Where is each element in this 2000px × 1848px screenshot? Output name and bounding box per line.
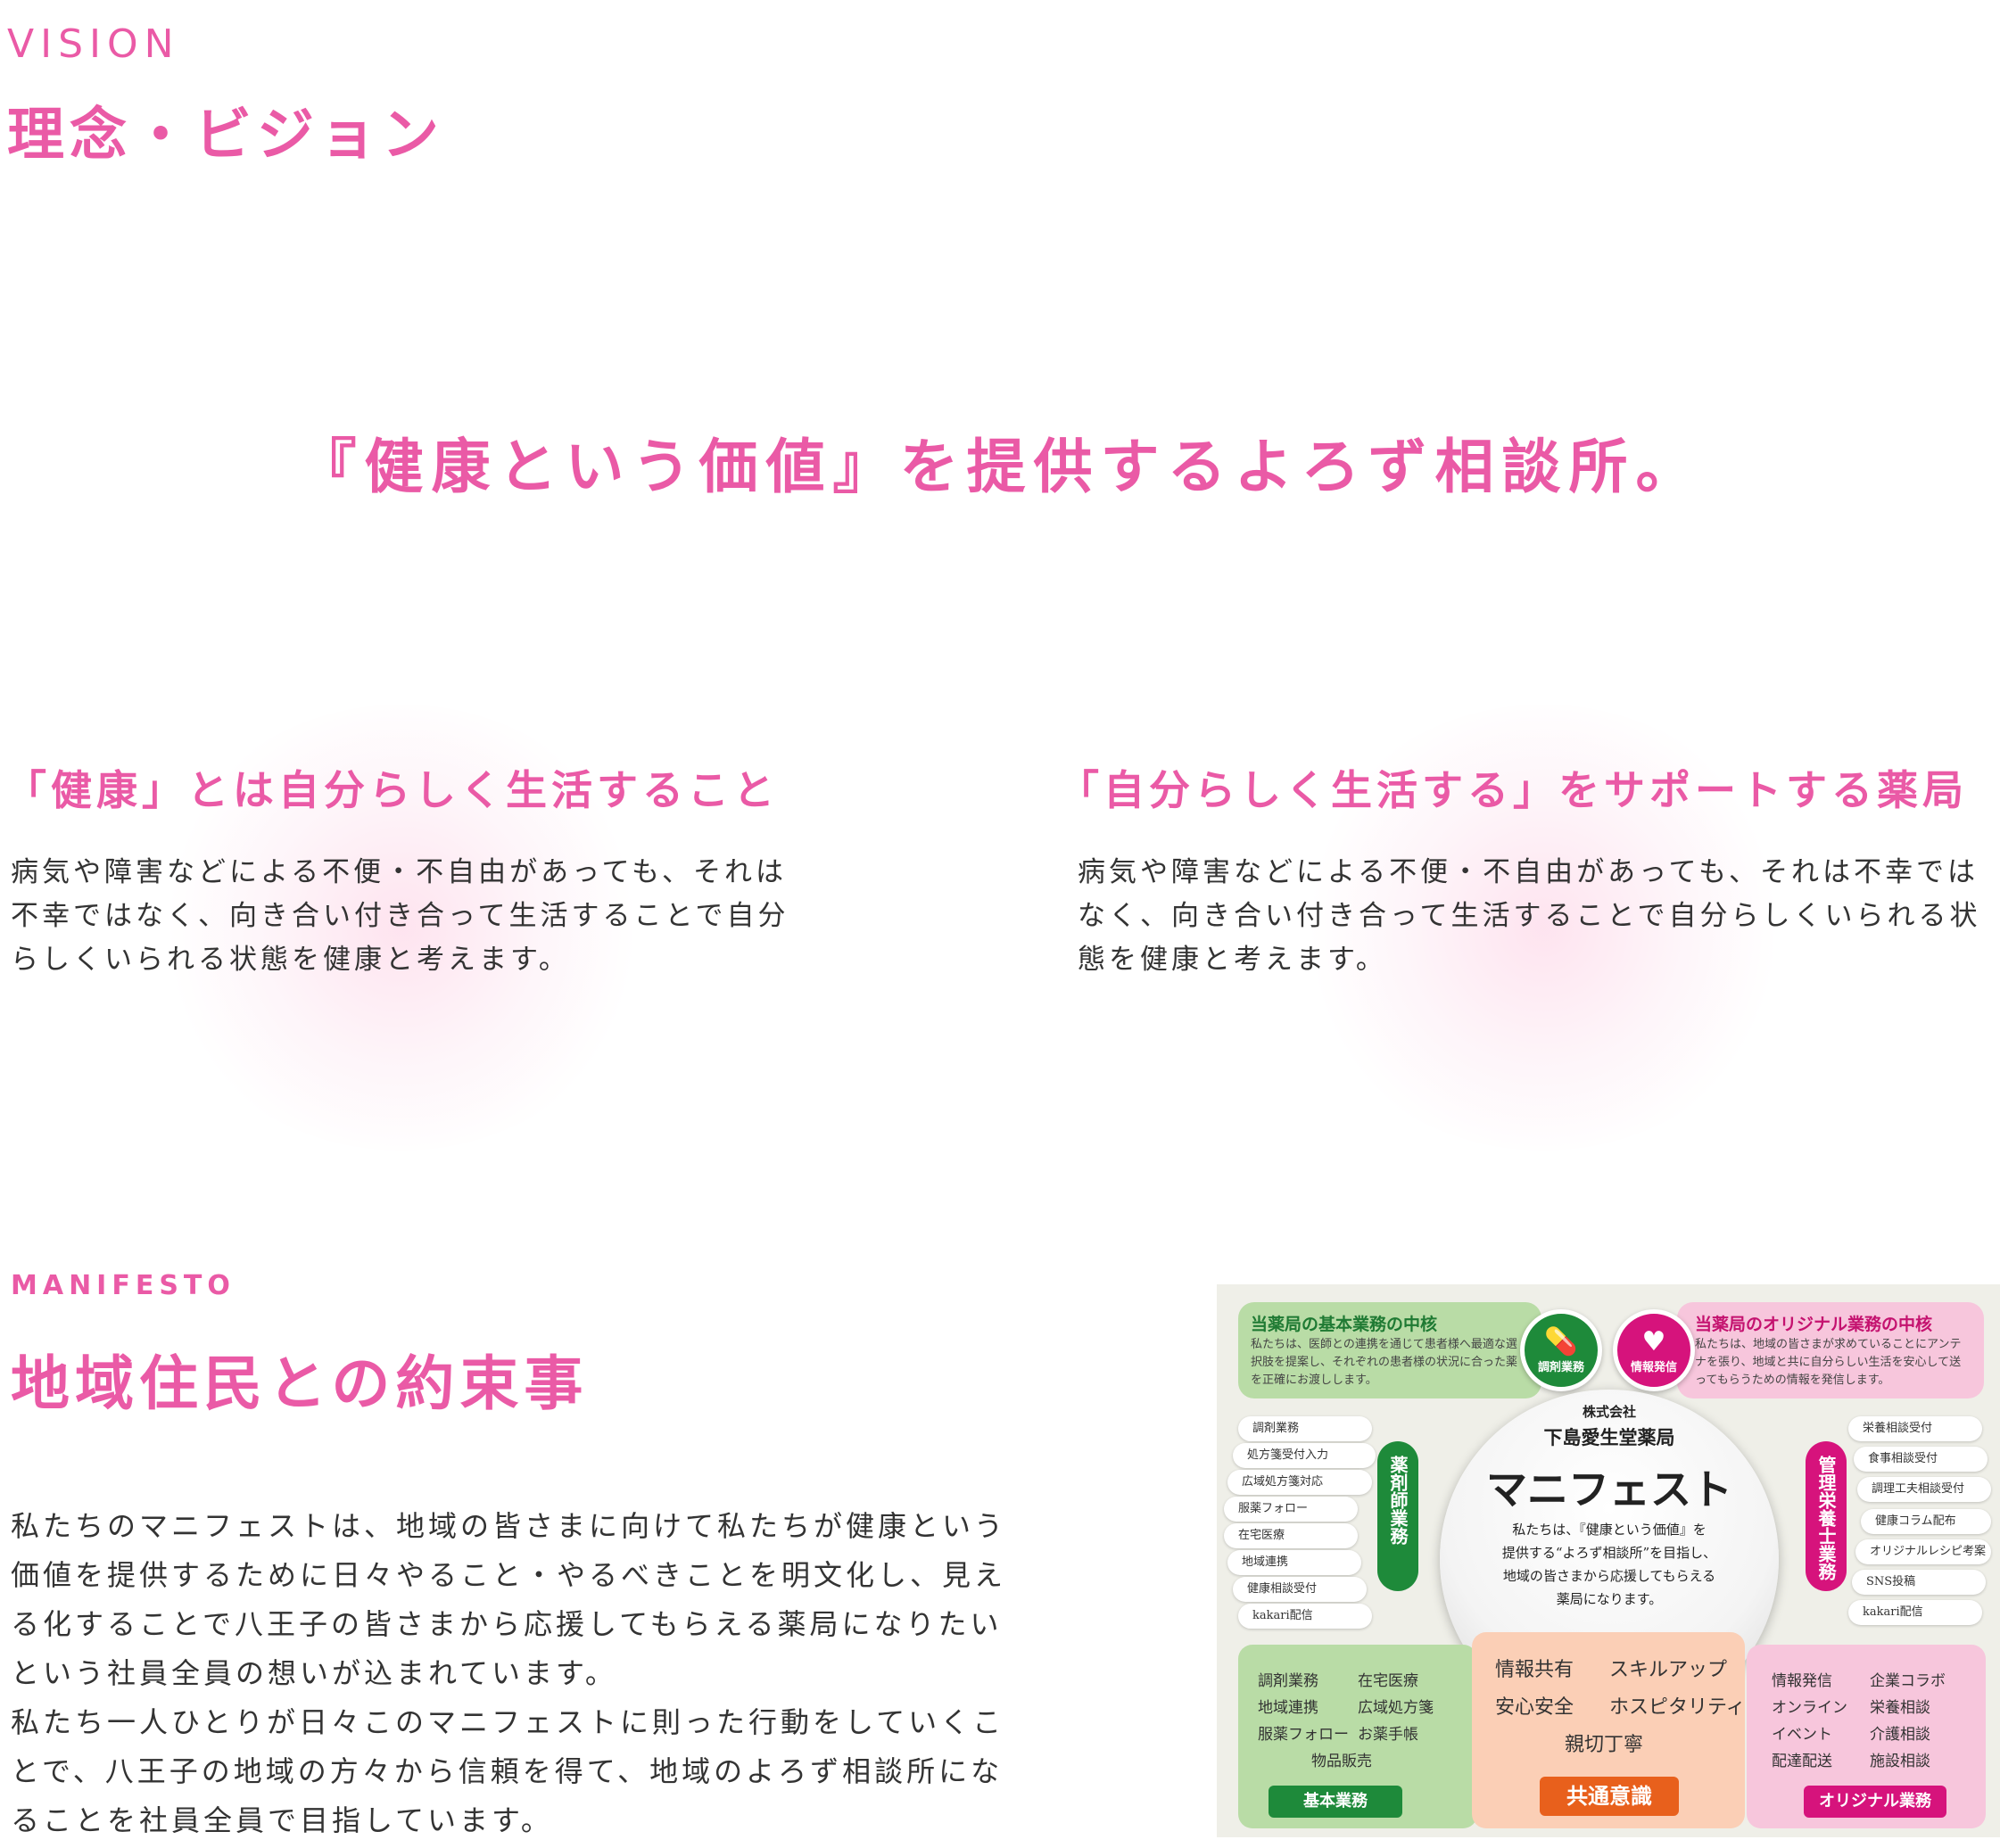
pharmacist-item: 広域処方箋対応 [1227,1470,1372,1495]
dietitian-item: SNS投稿 [1852,1570,1986,1595]
original-work-item: 栄養相談 [1870,1699,1930,1717]
center-title: マニフェスト [1486,1465,1732,1514]
center-name: 下島愛生堂薬局 [1543,1426,1675,1448]
basic-work-label: 基本業務 [1269,1786,1402,1818]
pharmacist-item: 処方箋受付入力 [1233,1443,1376,1468]
original-work-item: 情報発信 [1772,1672,1832,1690]
center-line: 地域の皆さまから応援してもらえる [1502,1568,1716,1584]
basic-core-text: 私たちは、医師との連携を通じて患者様へ最適な選択肢を提案し、それぞれの患者様の状… [1251,1338,1518,1387]
info-badge-label: 情報発信 [1630,1360,1677,1374]
manifesto-paragraph: 私たち一人ひとりが日々このマニフェストに則った行動をしていくことで、八王子の地域… [11,1705,1005,1837]
basic-work-box: 調剤業務 在宅医療 地域連携 広域処方箋 服薬フォロー お薬手帳 物品販売 基本… [1238,1645,1477,1828]
vision-eyebrow: VISION [7,21,180,67]
common-awareness-item: スキルアップ [1609,1659,1728,1681]
manifesto-infographic: 当薬局の基本業務の中核 私たちは、医師との連携を通じて患者様へ最適な選択肢を提案… [1217,1284,2000,1837]
manifesto-body: 私たちのマニフェストは、地域の皆さまに向けて私たちが健康という価値を提供するため… [11,1502,1028,1845]
basic-work-item: 在宅医療 [1358,1672,1418,1690]
original-work-item: 企業コラボ [1870,1672,1946,1690]
pharmacist-item: 在宅医療 [1224,1523,1358,1548]
pill-icon: 💊 [1544,1325,1578,1357]
original-work-item: 配達配送 [1772,1753,1832,1770]
dietitian-item: 食事相談受付 [1854,1447,1988,1472]
center-line: 提供する“よろず相談所”を目指し、 [1501,1545,1717,1561]
basic-work-item: 広域処方箋 [1358,1699,1434,1717]
original-work-box: 情報発信 企業コラボ オンライン 栄養相談 イベント 介護相談 配達配送 施設相… [1747,1645,1986,1828]
original-core-title: 当薬局のオリジナル業務の中核 [1695,1315,1933,1334]
vision-column-body: 病気や障害などによる不便・不自由があっても、それは不幸ではなく、向き合い付き合っ… [11,856,789,976]
dispensing-badge: 💊 調剤業務 [1520,1309,1602,1391]
dietitian-item: kakari配信 [1848,1600,1982,1625]
vision-column-heading: 「自分らしく生活する」をサポートする薬局 [1058,766,1968,814]
common-awareness-item: 情報共有 [1495,1659,1574,1681]
common-awareness-item: ホスピタリティ [1609,1696,1746,1719]
decorative-glow [152,705,651,1151]
pharmacist-item: 地域連携 [1227,1550,1361,1575]
dietitian-label: 管理栄養士業務 [1806,1441,1847,1591]
basic-core-box: 当薬局の基本業務の中核 私たちは、医師との連携を通じて患者様へ最適な選択肢を提案… [1238,1302,1541,1398]
basic-core-title: 当薬局の基本業務の中核 [1251,1315,1438,1334]
center-line: 私たちは、『健康という価値』を [1512,1522,1707,1538]
pharmacist-item: 調剤業務 [1238,1416,1372,1441]
center-company: 株式会社 [1582,1404,1636,1420]
basic-work-item: お薬手帳 [1358,1726,1418,1744]
manifesto-title: 地域住民との約束事 [11,1349,589,1418]
common-awareness-item: 親切丁寧 [1565,1734,1644,1756]
basic-work-item: 調剤業務 [1258,1672,1318,1690]
vision-title: 理念・ビジョン [7,103,444,169]
common-awareness-item: 安心安全 [1495,1696,1574,1719]
common-awareness-label: 共通意識 [1540,1777,1679,1816]
dietitian-item: オリジナルレシピ考案 [1855,1539,1991,1564]
dietitian-item: 健康コラム配布 [1861,1509,1991,1534]
vision-slogan: 『健康という価値』を提供するよろず相談所。 [297,433,1703,501]
dispensing-badge-label: 調剤業務 [1537,1360,1584,1374]
original-work-item: オンライン [1772,1699,1847,1717]
manifesto-paragraph: 私たちのマニフェストは、地域の皆さまに向けて私たちが健康という価値を提供するため… [11,1509,1007,1690]
original-core-text: 私たちは、地域の皆さまが求めていることにアンテナを張り、地域と共に自分らしい生活… [1695,1338,1962,1387]
original-work-label: オリジナル業務 [1804,1786,1946,1818]
original-work-item: 介護相談 [1870,1726,1930,1744]
pharmacist-label: 薬剤師業務 [1377,1441,1418,1591]
pharmacist-item: 健康相談受付 [1233,1577,1367,1602]
basic-work-item: 地域連携 [1258,1699,1318,1717]
dietitian-item: 栄養相談受付 [1848,1416,1982,1441]
pharmacist-item: 服薬フォロー [1224,1497,1358,1522]
basic-work-item: 服薬フォロー [1258,1726,1349,1744]
basic-work-item: 物品販売 [1311,1753,1372,1770]
vision-column-body: 病気や障害などによる不便・不自由があっても、それは不幸ではなく、向き合い付き合っ… [1078,856,1981,976]
vision-column-heading: 「健康」とは自分らしく生活すること [5,766,779,814]
original-work-item: イベント [1772,1726,1832,1744]
common-awareness-box: 情報共有 スキルアップ 安心安全 ホスピタリティ 親切丁寧 共通意識 [1472,1632,1746,1828]
decorative-glow [1293,705,1793,1151]
info-badge: ♥ 情報発信 [1613,1309,1695,1391]
dietitian-item: 調理工夫相談受付 [1857,1477,1991,1502]
original-core-box: 当薬局のオリジナル業務の中核 私たちは、地域の皆さまが求めていることにアンテナを… [1677,1302,1984,1398]
pharmacist-item: kakari配信 [1238,1604,1372,1629]
manifesto-eyebrow: MANIFESTO [11,1270,236,1301]
center-line: 薬局になります。 [1556,1591,1663,1607]
heart-wifi-icon: ♥ [1641,1325,1666,1357]
original-work-item: 施設相談 [1870,1753,1930,1770]
